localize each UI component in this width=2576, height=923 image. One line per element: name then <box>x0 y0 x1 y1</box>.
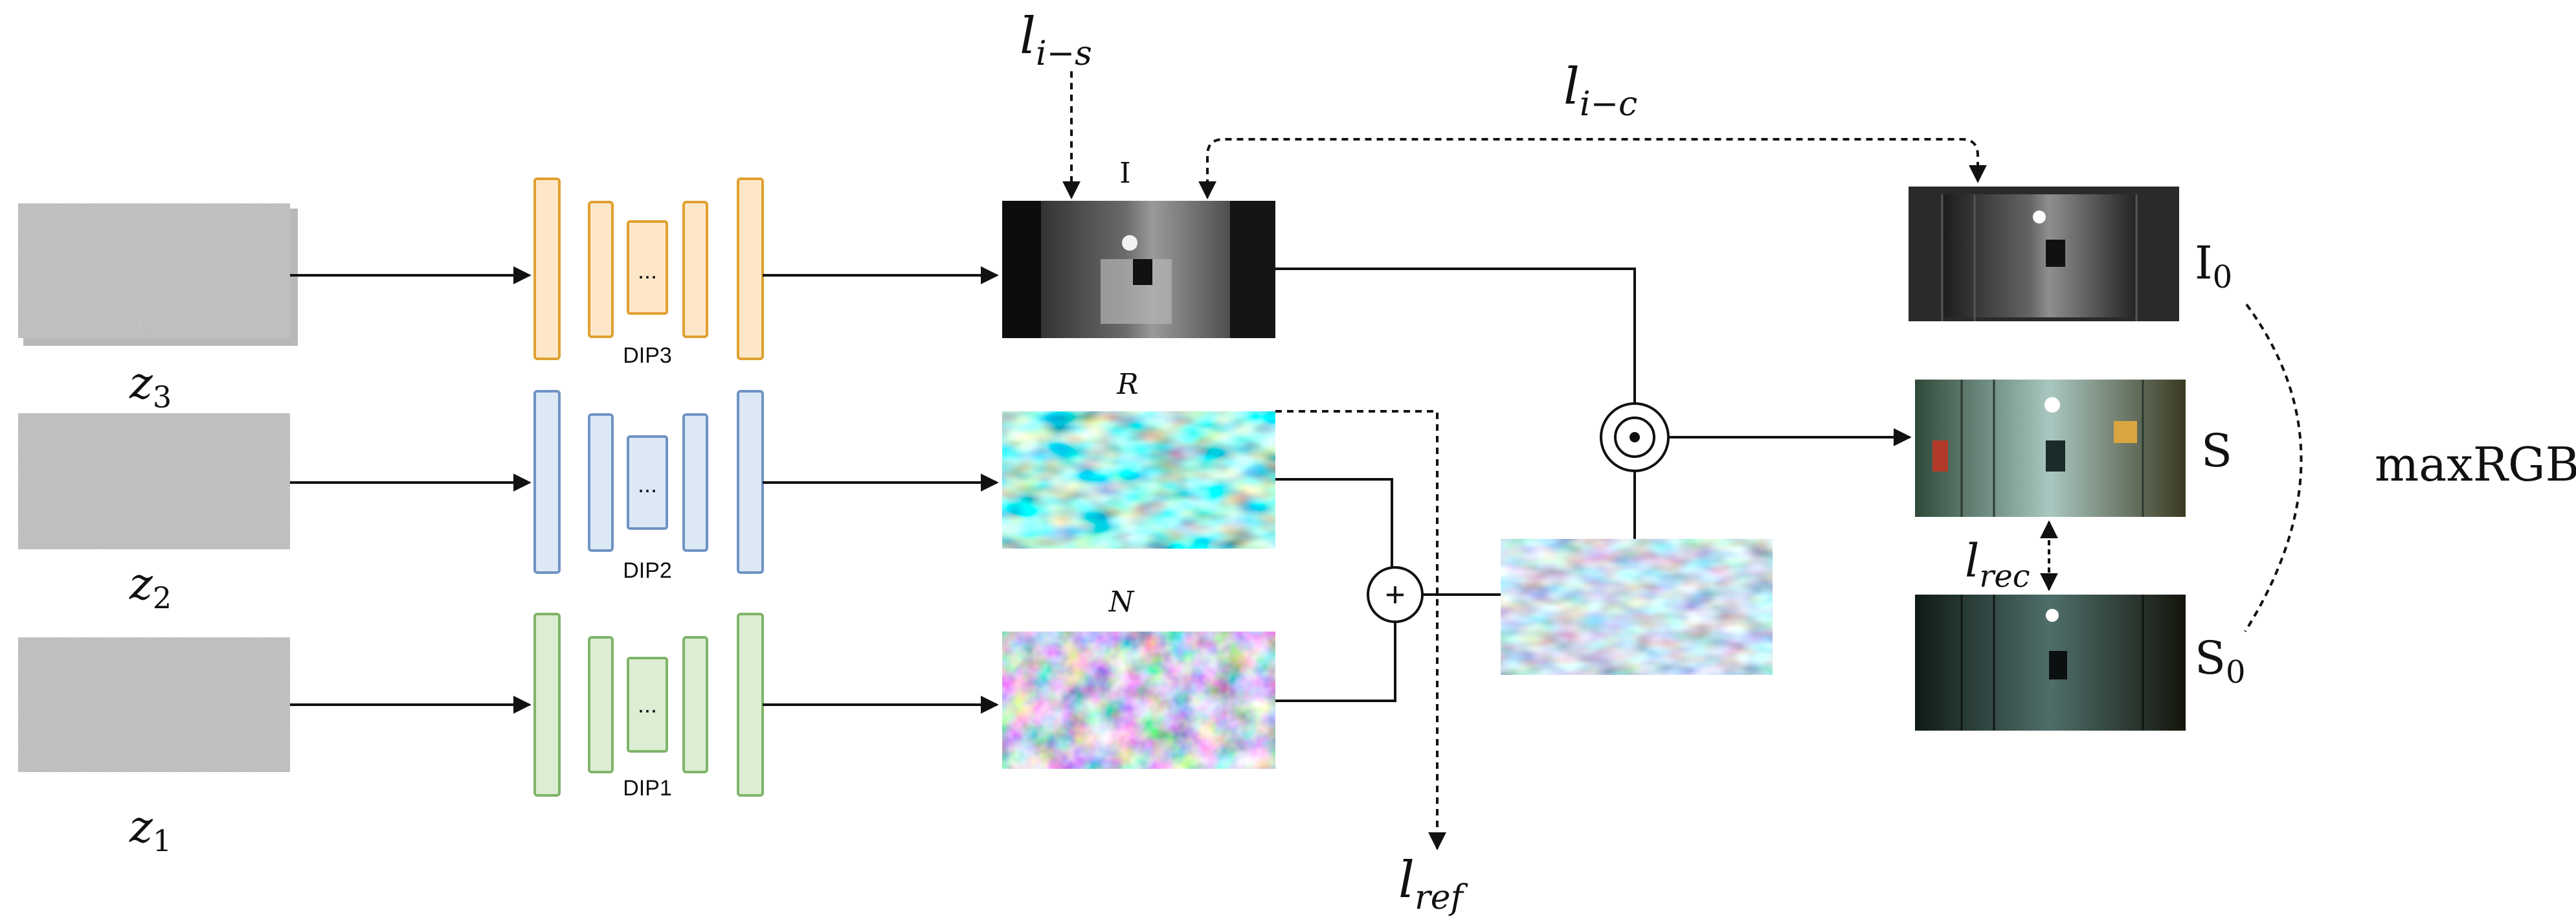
label-l-ref: lref <box>1398 851 1468 917</box>
label-maxrgb: maxRGB <box>2375 437 2576 492</box>
dip1-dots: ... <box>638 691 657 718</box>
combined-reflectance-image <box>1501 539 1773 675</box>
input-noise-z2 <box>17 413 291 550</box>
dip2-dots: ... <box>638 471 657 497</box>
arrow-l-i-c <box>1198 138 1987 199</box>
maxrgb-arc <box>2244 303 2303 633</box>
label-l-i-c: li−c <box>1563 58 1637 124</box>
s-image <box>1915 380 2186 517</box>
label-i0: I0 <box>2195 236 2232 295</box>
label-l-i-s: li−s <box>1020 7 1092 73</box>
label-s0: S0 <box>2195 632 2246 690</box>
plus-operator: + <box>1367 566 1424 623</box>
label-noise: N <box>1108 586 1135 619</box>
line-illumination-hadamard <box>1275 268 1636 405</box>
line-reflectance-plus <box>1275 478 1393 567</box>
noise-image <box>1002 632 1275 769</box>
dip1-network <box>533 613 764 797</box>
input-noise-z1 <box>17 637 291 773</box>
label-s: S <box>2201 424 2232 477</box>
dip3-network <box>533 177 764 360</box>
reflectance-image <box>1002 411 1275 549</box>
dip2-label: DIP2 <box>623 558 672 583</box>
label-z1: z1 <box>129 802 172 858</box>
dip3-label: DIP3 <box>623 343 672 368</box>
s0-image <box>1915 595 2186 731</box>
label-z2: z2 <box>129 559 172 615</box>
dip2-network <box>533 390 764 574</box>
label-illumination: I <box>1119 157 1130 190</box>
i0-image <box>1909 187 2179 321</box>
label-reflectance: R <box>1116 368 1138 401</box>
svg-text:+: + <box>1385 575 1406 614</box>
illumination-image <box>1002 201 1275 338</box>
hadamard-operator <box>1600 402 1670 472</box>
dip3-dots: ... <box>638 257 657 284</box>
dip1-label: DIP1 <box>623 776 672 801</box>
label-l-rec: lrec <box>1965 534 2030 595</box>
line-noise-plus <box>1275 622 1396 702</box>
label-z3: z3 <box>129 358 172 415</box>
arrow-l-ref <box>1275 410 1446 850</box>
input-noise-z3 <box>17 203 298 346</box>
